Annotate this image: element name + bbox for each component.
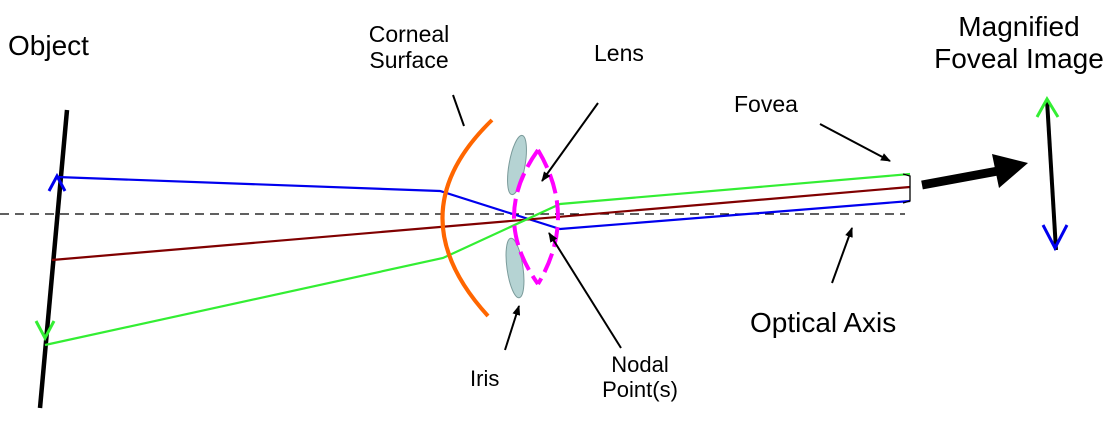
magnify-arrow-head	[992, 154, 1028, 188]
magnified-foveal-image-label: Magnified Foveal Image	[934, 11, 1104, 75]
object-arrowhead-up	[47, 172, 67, 192]
ray-top	[56, 175, 911, 231]
optical-axis-label: Optical Axis	[750, 307, 897, 338]
cornea-arc	[440, 118, 494, 318]
iris-top	[507, 134, 527, 196]
magnified-arrowhead-bottom	[1041, 224, 1069, 252]
fovea-bracket	[902, 173, 911, 204]
magnify-arrow-shaft	[921, 166, 999, 190]
optical-axis-pointer	[831, 227, 853, 284]
ray-bottom	[44, 172, 911, 347]
lens-outline-right	[536, 148, 560, 286]
nodal-points-label: Nodal Point(s)	[602, 352, 678, 403]
iris-label: Iris	[470, 366, 500, 391]
fovea-pointer	[819, 123, 891, 162]
magnified-arrowhead-top	[1035, 96, 1060, 118]
nodal-point-pointer	[548, 232, 622, 349]
iris-pointer	[504, 305, 521, 351]
corneal-surface-label: Corneal Surface	[368, 21, 450, 74]
fovea-label: Fovea	[734, 91, 798, 117]
object-label: Object	[8, 30, 89, 61]
lens-label: Lens	[594, 40, 644, 66]
cornea-pointer	[452, 94, 465, 127]
ray-middle	[51, 185, 911, 262]
lens-outline	[512, 148, 540, 286]
iris-bottom	[505, 237, 525, 299]
magnified-image-line	[1045, 99, 1058, 251]
lens-pointer	[541, 102, 599, 182]
object-arrowhead-down	[34, 320, 56, 342]
